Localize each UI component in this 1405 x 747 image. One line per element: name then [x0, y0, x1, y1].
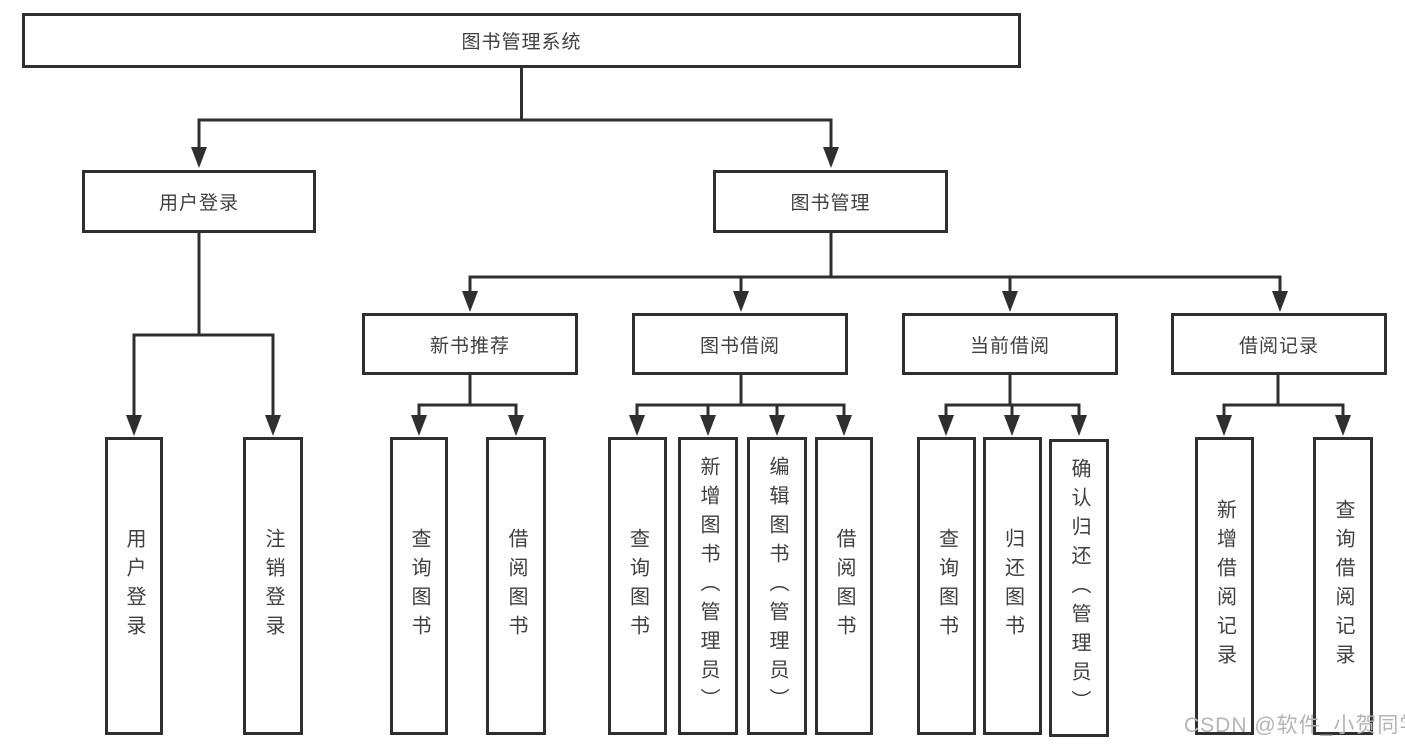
node-label-logout-action: 注销登录: [262, 528, 284, 644]
node-return-books: 归还图书: [983, 437, 1042, 735]
node-label-book-management: 图书管理: [790, 193, 871, 214]
node-add-books-admin: 新增图书（管理员）: [678, 437, 738, 735]
arrowheads-level2: [191, 147, 839, 168]
node-label-user-login: 用户登录: [158, 193, 239, 214]
csdn-watermark: CSDN @软件_小贺同学: [1184, 714, 1405, 737]
node-query-books-borrowing: 查询图书: [608, 437, 667, 735]
arrowheads-user-login-children: [126, 415, 281, 436]
connector-root-to-level2: [197, 68, 833, 148]
node-current-borrowing: 当前借阅: [902, 313, 1118, 375]
node-query-books-recommend: 查询图书: [390, 437, 448, 735]
connector-current-borrowing-children: [944, 375, 1081, 416]
node-borrowing-records: 借阅记录: [1171, 313, 1387, 375]
node-label-query-borrow-record: 查询借阅记录: [1332, 499, 1354, 673]
node-borrow-books-recommend: 借阅图书: [486, 437, 546, 735]
node-query-books-current: 查询图书: [917, 437, 976, 735]
node-label-query-books-recommend: 查询图书: [408, 528, 430, 644]
node-book-management: 图书管理: [713, 170, 948, 233]
connector-user-login-children: [132, 233, 275, 416]
node-book-borrowing: 图书借阅: [632, 313, 848, 375]
connector-book-management-children: [468, 233, 1282, 292]
node-library-management-system: 图书管理系统: [22, 13, 1021, 68]
node-new-book-recommendation: 新书推荐: [362, 313, 578, 375]
node-label-edit-books-admin: 编辑图书（管理员）: [766, 455, 788, 717]
node-label-borrowing-records: 借阅记录: [1238, 335, 1319, 357]
node-user-login-action: 用户登录: [105, 437, 163, 735]
connector-borrowing-records-children: [1222, 375, 1345, 416]
connector-new-book-children: [417, 375, 518, 416]
arrowheads-borrowing-records-children: [1216, 415, 1351, 436]
node-label-new-book-recommendation: 新书推荐: [429, 335, 510, 357]
node-borrow-books-borrowing: 借阅图书: [815, 437, 873, 735]
node-query-borrow-record: 查询借阅记录: [1313, 437, 1373, 735]
node-label-root: 图书管理系统: [461, 32, 582, 53]
arrowheads-new-book-children: [411, 415, 524, 436]
node-label-query-books-borrowing: 查询图书: [626, 528, 649, 644]
node-label-add-books-admin: 新增图书（管理员）: [697, 455, 719, 717]
node-add-borrow-record: 新增借阅记录: [1195, 437, 1254, 735]
connector-book-borrowing-children: [635, 375, 846, 416]
node-label-borrow-books-borrowing: 借阅图书: [833, 528, 855, 644]
node-logout-action: 注销登录: [243, 437, 303, 735]
node-user-login: 用户登录: [82, 170, 316, 233]
node-label-return-books: 归还图书: [1001, 528, 1024, 644]
node-label-add-borrow-record: 新增借阅记录: [1213, 499, 1236, 673]
arrowheads-book-borrowing-children: [629, 415, 852, 436]
node-label-borrow-books-recommend: 借阅图书: [505, 528, 527, 644]
arrowheads-level3: [462, 291, 1288, 312]
node-label-query-books-current: 查询图书: [935, 528, 958, 644]
node-label-confirm-return-admin: 确认归还（管理员）: [1068, 457, 1090, 719]
node-label-user-login-action: 用户登录: [123, 528, 145, 644]
node-edit-books-admin: 编辑图书（管理员）: [747, 437, 807, 735]
node-label-book-borrowing: 图书借阅: [699, 335, 780, 357]
node-confirm-return-admin: 确认归还（管理员）: [1049, 439, 1109, 737]
node-label-current-borrowing: 当前借阅: [969, 335, 1050, 357]
arrowheads-current-borrowing-children: [938, 415, 1087, 436]
